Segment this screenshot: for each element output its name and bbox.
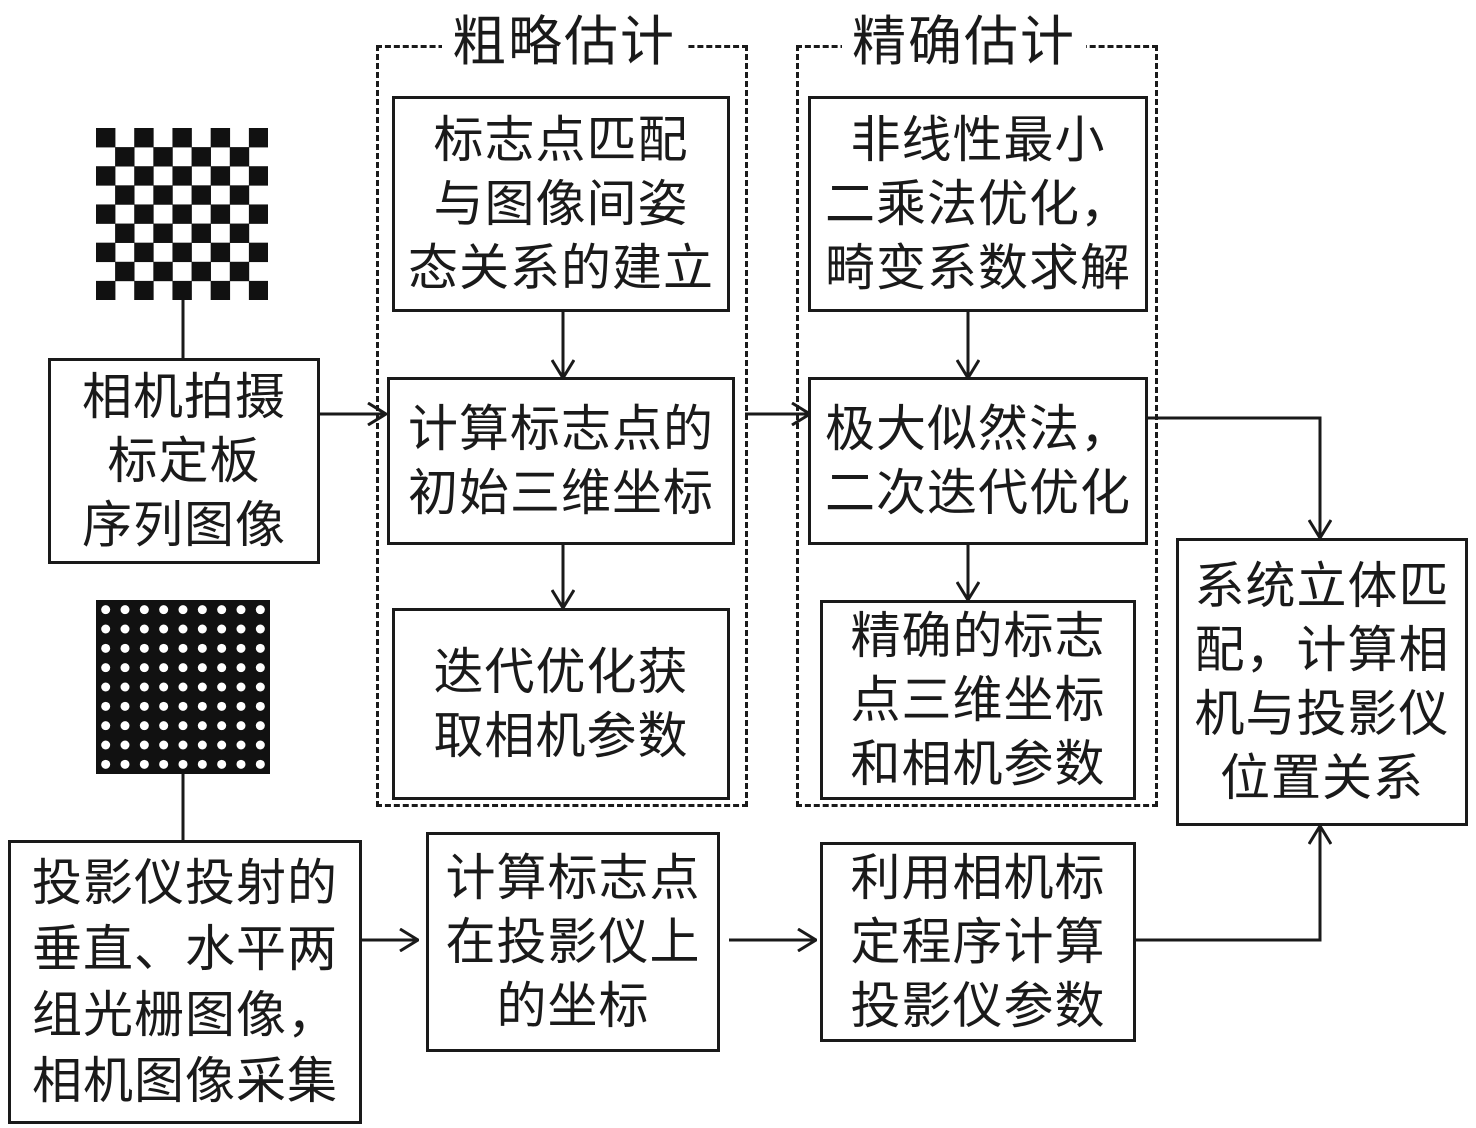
iterative-camera-label: 迭代优化获 取相机参数: [433, 643, 689, 765]
nonlinear-ls-box: 非线性最小 二乘法优化， 畸变系数求解: [808, 96, 1148, 312]
max-likelihood-label: 极大似然法， 二次迭代优化: [825, 400, 1131, 522]
iterative-camera-box: 迭代优化获 取相机参数: [392, 608, 730, 800]
params-to-stereo-arrow: [1136, 826, 1320, 942]
projector-capture-box: 投影仪投射的 垂直、水平两 组光栅图像， 相机图像采集: [8, 840, 362, 1124]
dot-grid-icon: [96, 600, 270, 774]
checkerboard-icon: [96, 128, 268, 300]
stereo-match-box: 系统立体匹 配，计算相 机与投影仪 位置关系: [1176, 538, 1468, 826]
marker-matching-box: 标志点匹配 与图像间姿 态关系的建立: [392, 96, 730, 312]
projector-coords-box: 计算标志点 在投影仪上 的坐标: [426, 832, 720, 1052]
camera-capture-box: 相机拍摄 标定板 序列图像: [48, 358, 320, 564]
marker-matching-label: 标志点匹配 与图像间姿 态关系的建立: [408, 111, 714, 297]
camera-capture-label: 相机拍摄 标定板 序列图像: [82, 368, 286, 554]
projector-params-label: 利用相机标 定程序计算 投影仪参数: [850, 849, 1106, 1035]
likelihood-to-stereo-arrow: [1148, 416, 1320, 538]
projector-capture-label: 投影仪投射的 垂直、水平两 组光栅图像， 相机图像采集: [32, 854, 338, 1110]
max-likelihood-box: 极大似然法， 二次迭代优化: [808, 377, 1148, 545]
precise-result-box: 精确的标志 点三维坐标 和相机参数: [820, 600, 1136, 800]
projector-params-box: 利用相机标 定程序计算 投影仪参数: [820, 842, 1136, 1042]
precise-estimation-title: 精确估计: [842, 12, 1086, 72]
initial-3d-label: 计算标志点的 初始三维坐标: [408, 400, 714, 522]
rough-estimation-title: 粗略估计: [442, 12, 686, 72]
nonlinear-ls-label: 非线性最小 二乘法优化， 畸变系数求解: [825, 111, 1131, 297]
stereo-match-label: 系统立体匹 配，计算相 机与投影仪 位置关系: [1194, 557, 1450, 807]
projector-coords-label: 计算标志点 在投影仪上 的坐标: [445, 849, 701, 1035]
initial-3d-box: 计算标志点的 初始三维坐标: [387, 377, 735, 545]
precise-result-label: 精确的标志 点三维坐标 和相机参数: [850, 607, 1106, 793]
